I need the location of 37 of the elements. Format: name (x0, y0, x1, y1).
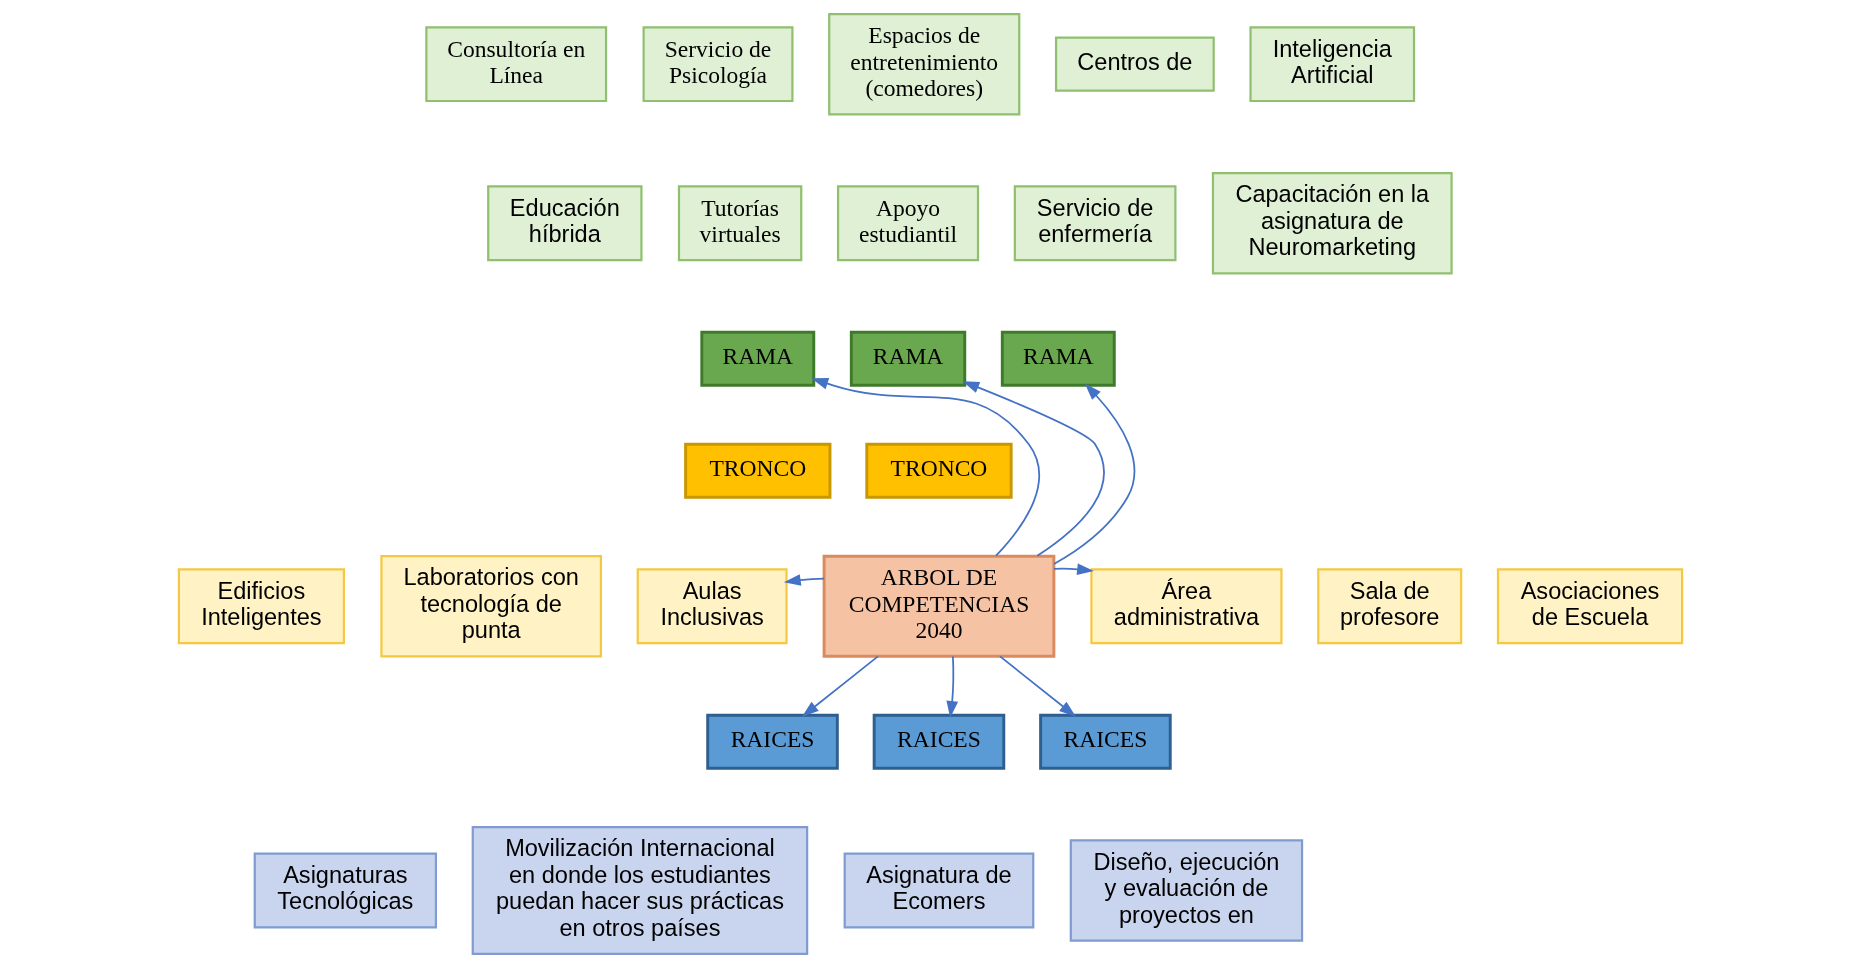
node-box: Asignatura de Ecomers (843, 852, 1035, 929)
node-box: RAICES (872, 713, 1006, 770)
node-box: Aulas Inclusivas (636, 568, 788, 645)
node-box: Tutorías virtuales (677, 185, 803, 262)
arrow (999, 655, 1076, 717)
node-box: TRONCO (865, 442, 1013, 499)
node-box: Sala de profesore (1317, 568, 1463, 645)
node-box: ARBOL DE COMPETENCIAS 2040 (822, 554, 1056, 658)
node-box: Capacitación en la asignatura de Neuromarketing (1211, 172, 1453, 275)
node-box: RAMA (1000, 330, 1116, 387)
node-box: Asignaturas Tecnológicas (253, 852, 438, 929)
node-box: Inteligencia Artificial (1249, 26, 1416, 103)
node-box: Asociaciones de Escuela (1496, 568, 1684, 645)
arrow (783, 574, 825, 586)
node-box: Espacios de entretenimiento (comedores) (828, 13, 1021, 116)
node-box: Área administrativa (1090, 568, 1283, 645)
node-box: Educación híbrida (487, 185, 643, 262)
arrow (962, 381, 1105, 557)
node-box: Movilización Internacional en donde los estudiantes puedan hacer sus prácticas en otros países (471, 826, 809, 955)
arrow (811, 377, 1040, 557)
node-box: Laboratorios con tecnología de punta (380, 555, 602, 658)
node-box: RAMA (700, 330, 816, 387)
node-box: Diseño, ejecución y evaluación de proyectos en (1069, 839, 1304, 942)
node-box: Apoyo estudiantil (836, 185, 980, 262)
node-box: Servicio de Psicología (642, 26, 794, 103)
node-box: RAICES (1039, 713, 1172, 770)
arrow (802, 655, 879, 717)
node-box: Servicio de enfermería (1013, 185, 1177, 262)
node-box: Edificios Inteligentes (177, 568, 345, 645)
arrow (946, 655, 959, 718)
arrow (1053, 383, 1136, 565)
node-box: TRONCO (684, 442, 832, 499)
node-box: Consultoría en Línea (425, 26, 608, 103)
node-box: Centros de (1054, 36, 1215, 92)
node-box: RAICES (706, 713, 839, 770)
arrow (1053, 563, 1094, 576)
node-box: RAMA (849, 330, 967, 387)
